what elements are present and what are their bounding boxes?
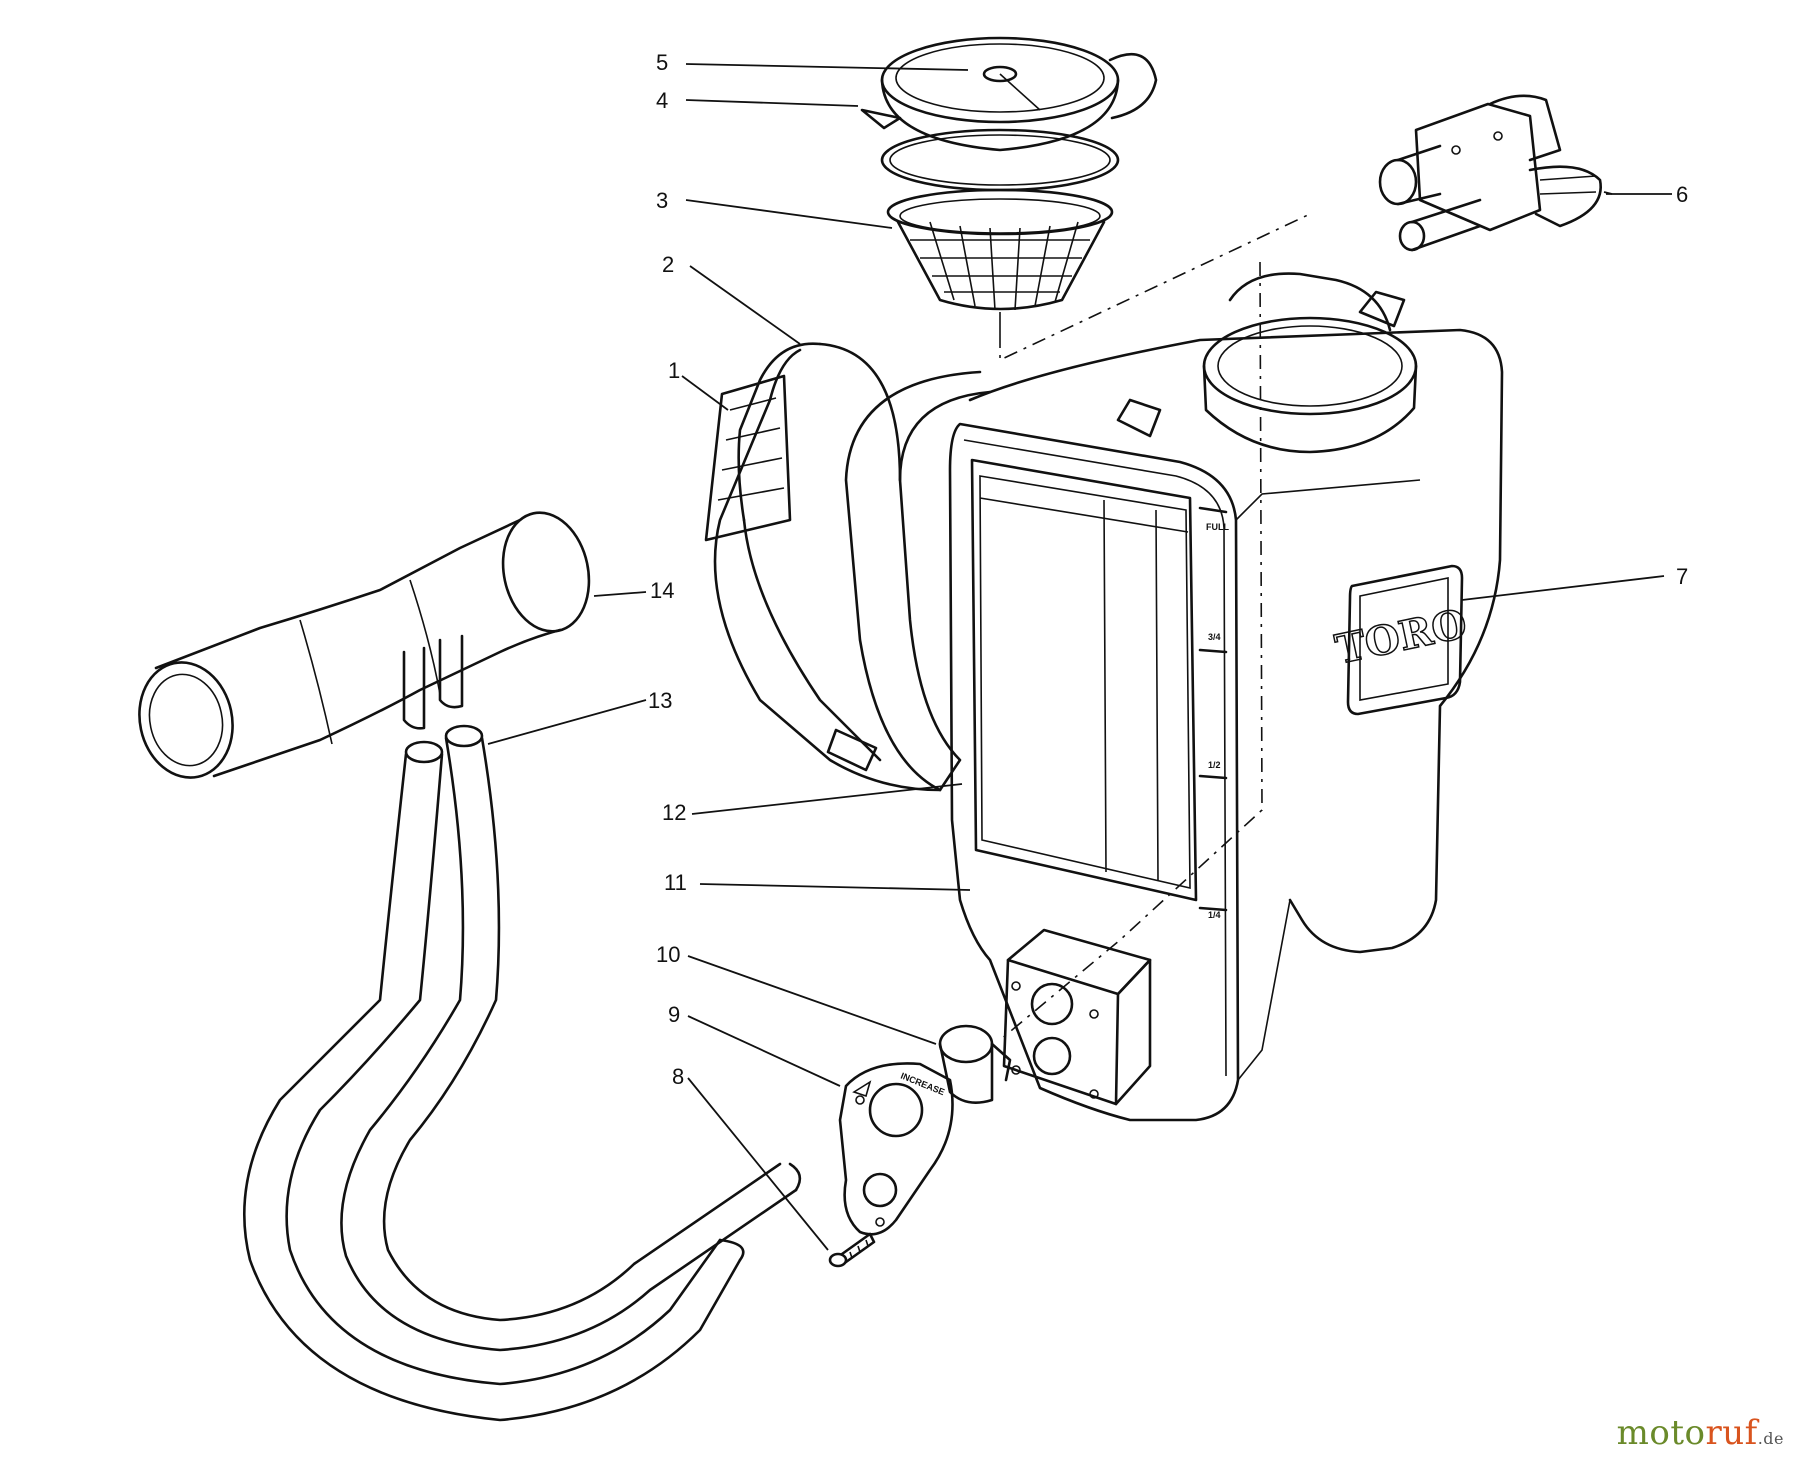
- callout-11: 11: [664, 870, 687, 895]
- callout-2: 2: [662, 252, 674, 277]
- lid-gasket: [880, 128, 1120, 192]
- strainer-basket: [886, 188, 1114, 334]
- leader-lines: [487, 63, 1672, 1251]
- callout-7: 7: [1676, 564, 1688, 589]
- brand-logo: TORO: [1331, 600, 1471, 674]
- sight-window: [970, 458, 1198, 902]
- shoulder-pad: [704, 374, 792, 542]
- watermark: motoruf.de: [1617, 1413, 1784, 1453]
- shoulder-strap: [704, 342, 992, 792]
- filler-neck: [1202, 272, 1418, 454]
- spray-tank: FULL 3/4 1/2 1/4 TORO: [948, 272, 1504, 1122]
- flow-dial-plate: INCREASE: [838, 1062, 954, 1236]
- outlet-block: [1002, 928, 1152, 1106]
- elbow-fitting: [1378, 94, 1602, 252]
- spray-hoses: [242, 724, 802, 1422]
- watermark-suffix: .de: [1757, 1429, 1784, 1448]
- callout-1: 1: [668, 358, 680, 383]
- callout-14: 14: [650, 578, 674, 603]
- callout-8: 8: [672, 1064, 684, 1089]
- callout-5: 5: [656, 50, 668, 75]
- callout-3: 3: [656, 188, 668, 213]
- mounting-screw: [828, 1232, 876, 1268]
- gauge-3-4: 3/4: [1208, 632, 1221, 642]
- flow-fitting: [938, 1024, 1012, 1104]
- callout-13: 13: [648, 688, 672, 713]
- spray-nozzle: [138, 511, 591, 779]
- gauge-1-4: 1/4: [1208, 910, 1221, 920]
- gauge-1-2: 1/2: [1208, 760, 1221, 770]
- assembly-centerline: [999, 213, 1311, 1041]
- callout-10: 10: [656, 942, 680, 967]
- callout-labels: 5 4 3 2 1 6 7 8 9 10 11 12 13 14: [648, 50, 1688, 1089]
- watermark-part2: ruf: [1705, 1413, 1758, 1453]
- tank-lid: [860, 36, 1158, 152]
- callout-6: 6: [1676, 182, 1688, 207]
- callout-12: 12: [662, 800, 686, 825]
- gauge-full: FULL: [1206, 522, 1229, 532]
- watermark-part1: moto: [1616, 1413, 1706, 1453]
- callout-9: 9: [668, 1002, 680, 1027]
- callout-4: 4: [656, 88, 668, 113]
